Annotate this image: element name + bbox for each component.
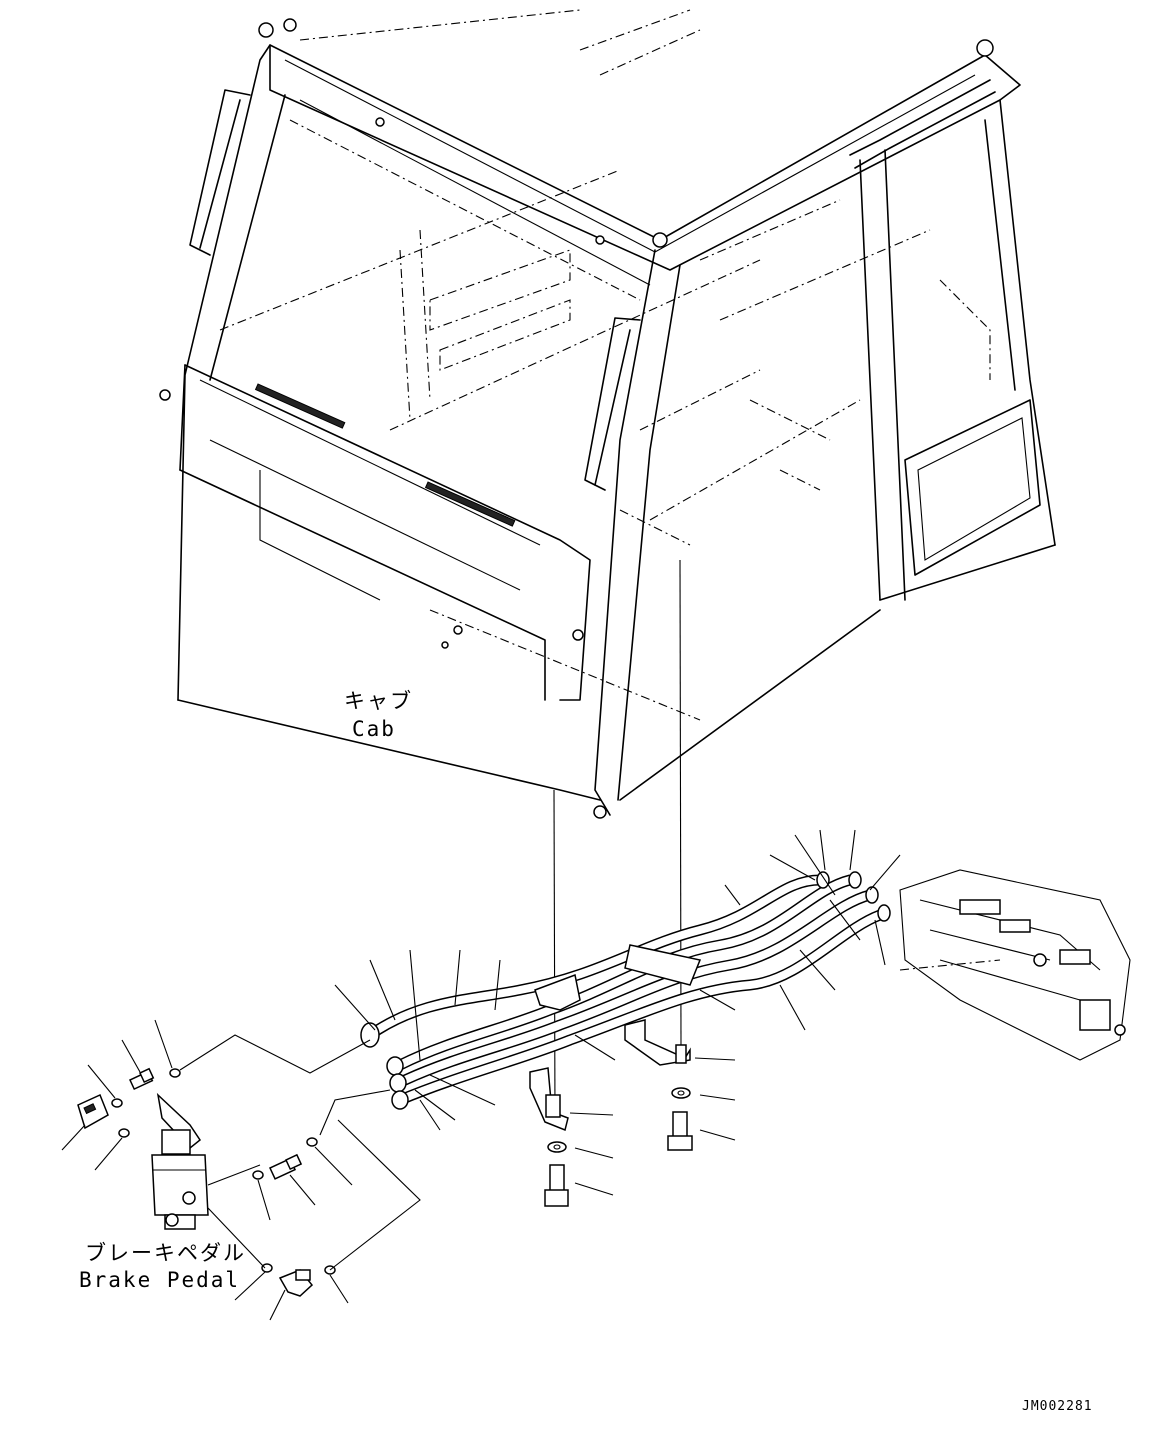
brake-pedal-label-en: Brake Pedal (79, 1268, 240, 1292)
leader-lines (61, 829, 901, 1321)
washer-left (547, 1141, 567, 1153)
cab-label-en: Cab (352, 717, 396, 741)
drawing-code: JM002281 (1022, 1399, 1093, 1414)
elbow-fitting (278, 1269, 314, 1297)
brake-pedal-label-jp: ブレーキペダル (85, 1241, 246, 1265)
brake-pedal (151, 1092, 209, 1230)
bracket-right (624, 1019, 691, 1066)
valve-assembly (899, 869, 1131, 1061)
sensor-switch (77, 1093, 109, 1130)
connection-lines (179, 1034, 421, 1271)
cab-frame (159, 9, 1056, 819)
bracket-left (529, 1067, 569, 1132)
straight-fitting-1 (129, 1067, 155, 1091)
bolt-right (667, 1111, 693, 1151)
washer-right (671, 1087, 691, 1099)
hose-bundle (360, 871, 891, 1110)
mount-line-left (553, 789, 556, 1121)
cab-label-jp: キャブ (344, 689, 413, 713)
straight-fitting-2 (269, 1153, 303, 1180)
bolt-left (544, 1164, 569, 1207)
